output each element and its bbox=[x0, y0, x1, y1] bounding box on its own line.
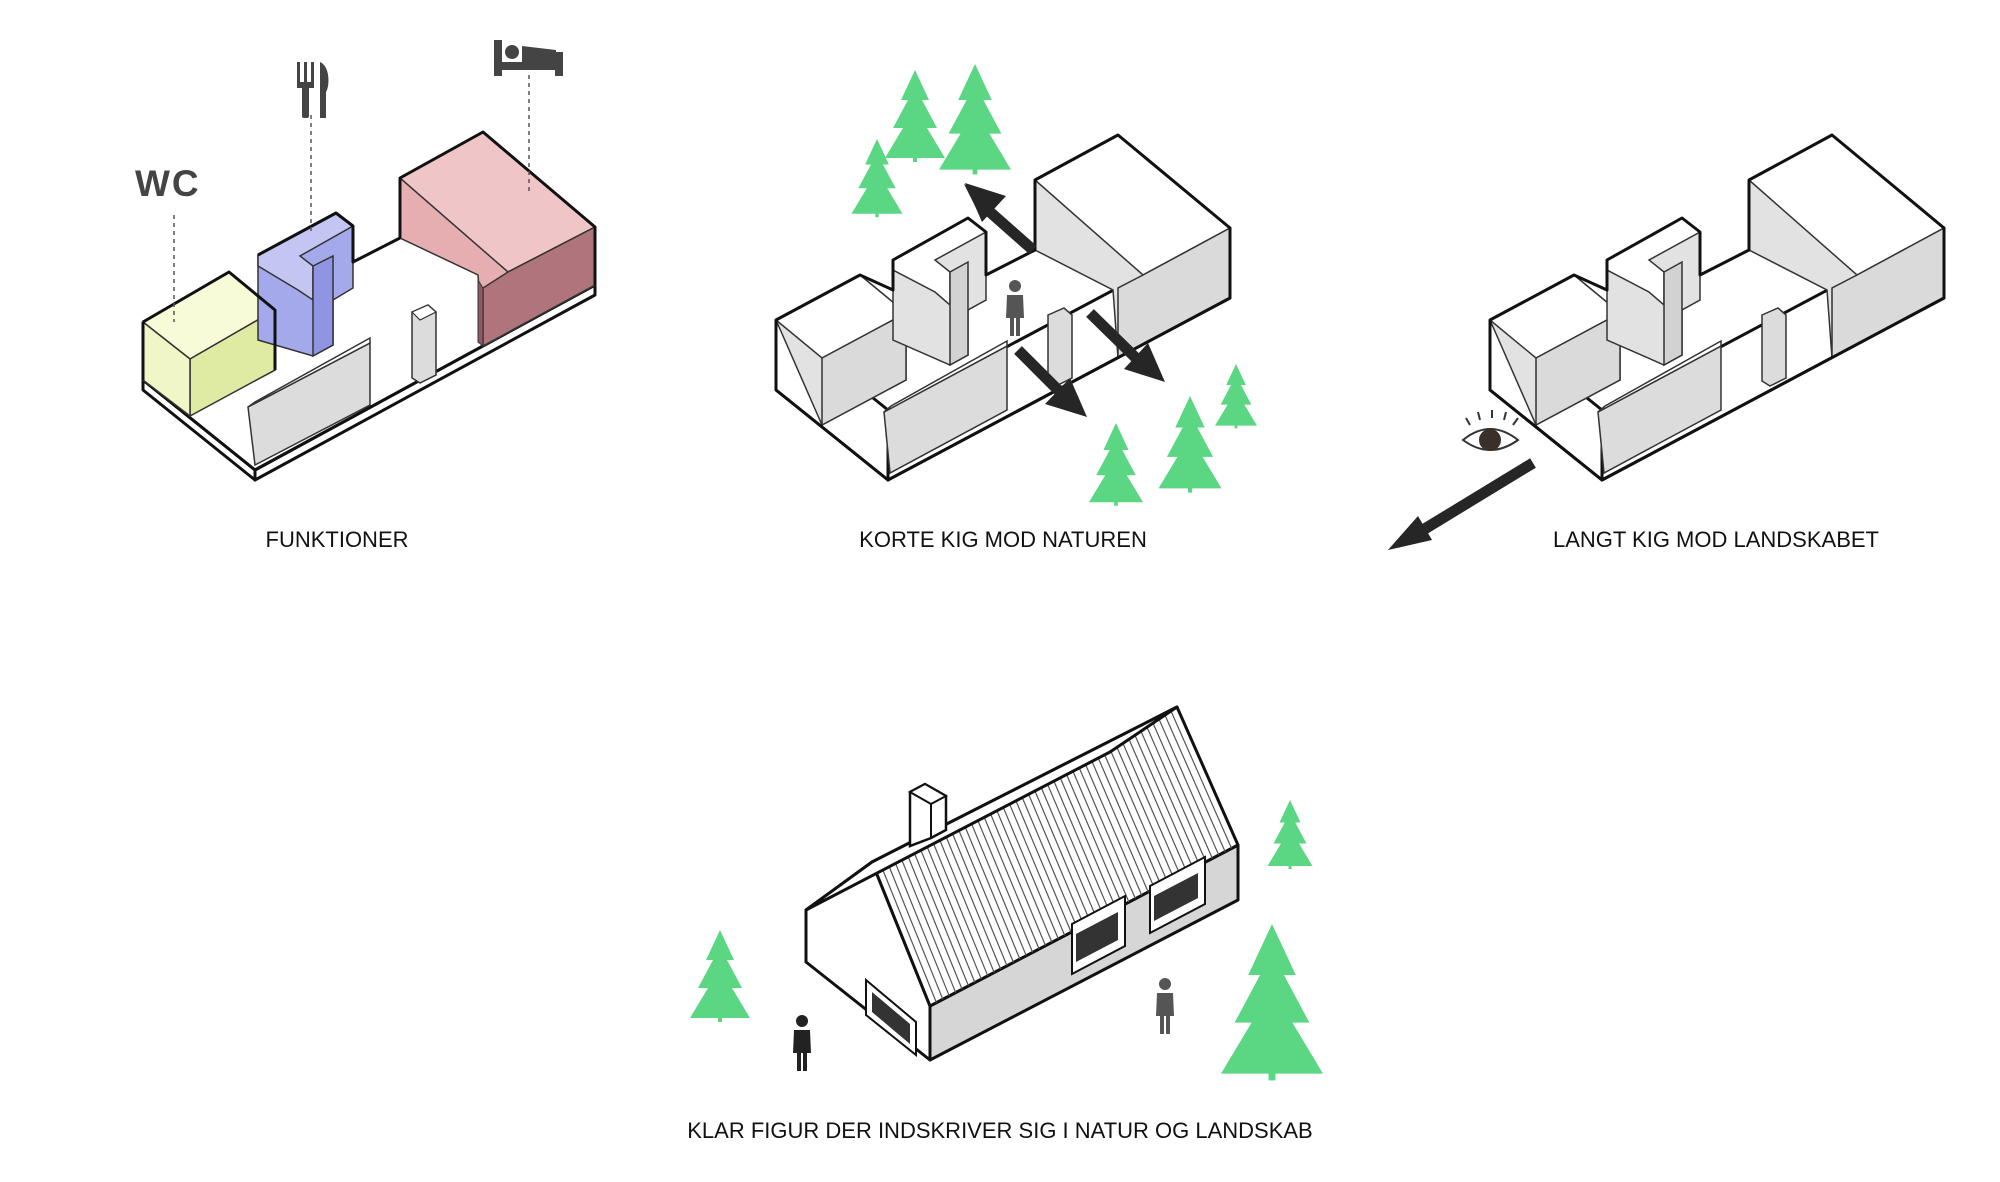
caption-korte-kig: KORTE KIG MOD NATUREN bbox=[859, 527, 1147, 552]
roof-corrugation-line bbox=[1112, 739, 1175, 879]
eye-icon bbox=[1461, 410, 1520, 451]
roof-corrugation-line bbox=[1138, 726, 1201, 866]
arrow-icon bbox=[1388, 458, 1536, 550]
roof-corrugation-line bbox=[1087, 751, 1149, 893]
roof-corrugation-line bbox=[928, 832, 989, 977]
tree-icon bbox=[1158, 396, 1222, 493]
roof-corrugation-line bbox=[1151, 719, 1213, 859]
tree-icon bbox=[1089, 422, 1143, 506]
bedroom-volume bbox=[398, 131, 597, 348]
roof-corrugation-line bbox=[985, 803, 1047, 946]
tree-icon bbox=[1267, 800, 1313, 869]
roof-corrugation-line bbox=[954, 819, 1014, 963]
tree-icon bbox=[1215, 364, 1257, 429]
roof-corrugation-line bbox=[966, 813, 1027, 956]
roof-corrugation-line bbox=[1036, 777, 1098, 920]
roof-corrugation-line bbox=[884, 855, 944, 1000]
caption-klar-figur: KLAR FIGUR DER INDSKRIVER SIG I NATUR OG… bbox=[687, 1118, 1313, 1143]
roof-corrugation-line bbox=[1100, 745, 1162, 886]
roof-corrugation-line bbox=[947, 823, 1008, 966]
window bbox=[865, 977, 917, 1058]
roof-corrugation-line bbox=[1030, 781, 1091, 923]
window bbox=[1149, 855, 1206, 935]
roof-corrugation-line bbox=[1062, 764, 1124, 906]
roof-corrugation-line bbox=[1125, 732, 1188, 873]
roof-corrugation-line bbox=[1157, 716, 1220, 856]
roof-corrugation-line bbox=[909, 842, 970, 987]
roof-corrugation-line bbox=[1170, 709, 1233, 849]
caption-funktioner: FUNKTIONER bbox=[266, 527, 409, 552]
roof-corrugation-line bbox=[1106, 742, 1168, 883]
roof-corrugation-line bbox=[1074, 758, 1136, 899]
roof-corrugation-line bbox=[1081, 755, 1143, 896]
chimney bbox=[907, 782, 949, 848]
wc-volume bbox=[141, 271, 277, 418]
roof-corrugation-line bbox=[1119, 735, 1181, 876]
roof-corrugation-line bbox=[1144, 722, 1207, 863]
roof-corrugation-line bbox=[1131, 729, 1194, 869]
roof-corrugation-line bbox=[922, 835, 982, 980]
roof-corrugation-line bbox=[890, 852, 950, 997]
roof-corrugation-line bbox=[1055, 768, 1117, 909]
roof-corrugation-line bbox=[934, 829, 995, 973]
roof-corrugation-line bbox=[992, 800, 1053, 943]
cutlery-icon bbox=[297, 62, 329, 118]
diagram-korte-kig: KORTE KIG MOD NATUREN bbox=[774, 64, 1257, 552]
roof-corrugation-line bbox=[1043, 774, 1104, 916]
roof-corrugation-line bbox=[1049, 771, 1111, 913]
tree-icon bbox=[885, 70, 945, 162]
roof-corrugation-line bbox=[1023, 784, 1085, 926]
diagram-funktioner: WC FUNKTIONER bbox=[135, 40, 597, 552]
roof-corrugation-line bbox=[1163, 713, 1226, 852]
low-wall bbox=[247, 336, 371, 467]
roof-corrugation-line bbox=[1017, 787, 1079, 930]
roof-corrugation-line bbox=[1068, 761, 1130, 903]
roof-corrugation-line bbox=[903, 845, 963, 990]
arrow-icon bbox=[986, 207, 1144, 398]
roof-corrugation-line bbox=[877, 858, 937, 1003]
roof-corrugation-line bbox=[973, 810, 1034, 953]
roof-corrugation-line bbox=[979, 806, 1040, 950]
bed-icon bbox=[494, 40, 563, 76]
wc-label: WC bbox=[135, 163, 201, 204]
pillar bbox=[410, 304, 438, 384]
roof-corrugation-line bbox=[1011, 790, 1072, 933]
diagram-house: KLAR FIGUR DER INDSKRIVER SIG I NATUR OG… bbox=[687, 705, 1323, 1143]
window bbox=[1071, 894, 1126, 976]
tree-icon bbox=[1220, 924, 1323, 1081]
roof-corrugation-line bbox=[998, 797, 1059, 940]
roof-corrugation-line bbox=[896, 848, 957, 993]
roof-corrugation-line bbox=[960, 816, 1021, 960]
caption-langt-kig: LANGT KIG MOD LANDSKABET bbox=[1553, 527, 1879, 552]
roof-corrugation-line bbox=[1004, 793, 1066, 936]
roof-corrugation-line bbox=[1093, 748, 1156, 889]
person-icon bbox=[793, 1015, 811, 1071]
tree-icon bbox=[939, 64, 1012, 175]
roof-corrugation-line bbox=[941, 826, 1002, 970]
roof-corrugation-line bbox=[915, 839, 976, 983]
tree-icon bbox=[690, 930, 750, 1022]
diagram-langt-kig: LANGT KIG MOD LANDSKABET bbox=[1388, 133, 1946, 552]
person-icon bbox=[1156, 978, 1174, 1034]
